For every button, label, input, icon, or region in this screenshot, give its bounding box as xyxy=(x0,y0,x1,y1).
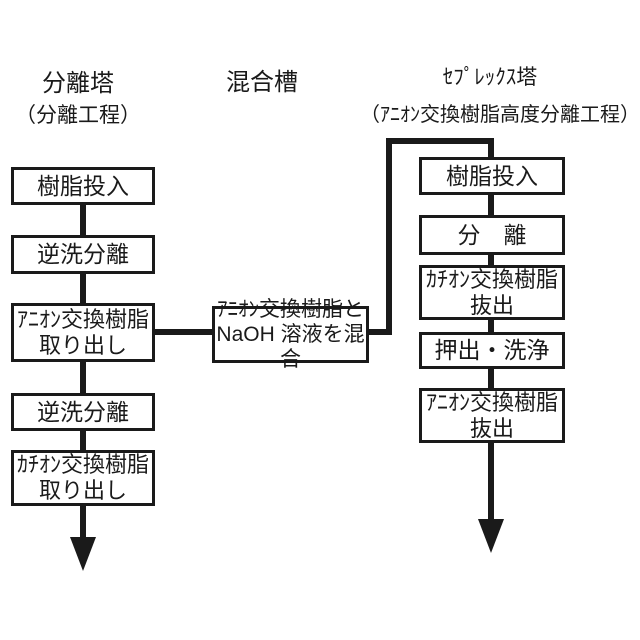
connector-anion-to-mixer xyxy=(153,329,213,335)
box-backwash-separation-1: 逆洗分離 xyxy=(11,235,155,274)
connector-left-3 xyxy=(80,360,86,394)
box-anion-resin-removal: ｱﾆｵﾝ交換樹脂 取り出し xyxy=(11,303,155,362)
left-down-arrowhead-icon xyxy=(70,537,96,571)
connector-top-horizontal xyxy=(386,138,494,144)
right-arrow-shaft xyxy=(488,442,494,522)
connector-left-2 xyxy=(80,272,86,304)
connector-right-1 xyxy=(488,194,494,216)
connector-left-1 xyxy=(80,204,86,236)
box-anion-resin-extraction: ｱﾆｵﾝ交換樹脂 抜出 xyxy=(419,388,565,443)
box-resin-input-left: 樹脂投入 xyxy=(11,167,155,205)
connector-mixer-out xyxy=(368,329,392,335)
box-backwash-separation-2: 逆洗分離 xyxy=(11,393,155,431)
right-down-arrowhead-icon xyxy=(478,519,504,553)
left-column-subtitle: （分離工程） xyxy=(15,104,141,127)
connector-right-4 xyxy=(488,368,494,389)
box-separation: 分 離 xyxy=(419,215,565,255)
connector-drop-to-right xyxy=(488,138,494,160)
box-cation-resin-extraction: ｶﾁｵﾝ交換樹脂 抜出 xyxy=(419,265,565,320)
box-extrusion-washing: 押出・洗浄 xyxy=(419,332,565,369)
box-cation-resin-removal: ｶﾁｵﾝ交換樹脂 取り出し xyxy=(11,450,155,506)
connector-right-3 xyxy=(488,319,494,333)
left-arrow-shaft xyxy=(80,504,86,539)
box-mix-naoh-solution: ｱﾆｵﾝ交換樹脂と NaOH 溶液を混合 xyxy=(212,298,369,371)
connector-left-4 xyxy=(80,429,86,451)
right-column-subtitle: （ｱﾆｵﾝ交換樹脂高度分離工程） xyxy=(360,104,640,126)
box-resin-input-right: 樹脂投入 xyxy=(419,157,565,195)
middle-column-title: 混合槽 xyxy=(226,69,298,96)
connector-right-2 xyxy=(488,253,494,266)
connector-vertical-riser xyxy=(386,138,392,335)
left-column-title: 分離塔 xyxy=(42,70,114,97)
right-column-title: ｾﾌﾟﾚｯｸｽ塔 xyxy=(442,66,538,89)
